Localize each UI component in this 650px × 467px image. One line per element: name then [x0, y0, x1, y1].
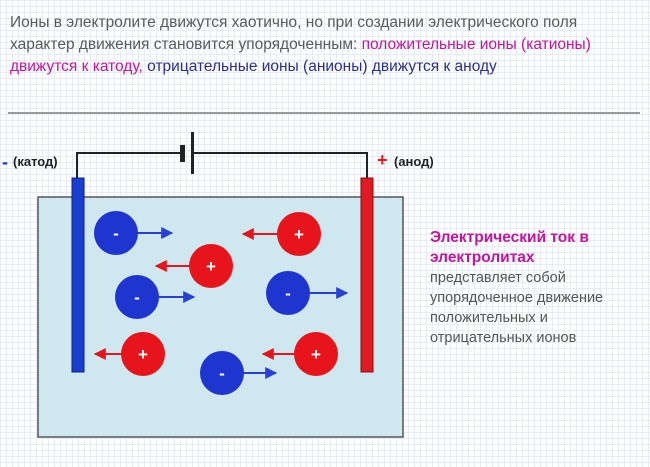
anode-electrode: [360, 177, 374, 373]
cation-circle: [189, 244, 233, 288]
cation-sign: +: [294, 225, 304, 244]
anion-circle: [200, 351, 244, 395]
battery-long-plate: [191, 132, 194, 174]
anion-2: -: [115, 275, 196, 319]
anion-sign: -: [285, 284, 291, 303]
anion-1: -: [94, 211, 174, 255]
header-text: Ионы в электролите движутся хаотично, но…: [10, 12, 640, 78]
cation-circle: [277, 212, 321, 256]
anion-sign: -: [219, 364, 225, 383]
anion-circle: [115, 275, 159, 319]
cathode-label: (катод): [13, 154, 58, 169]
cation-sign: +: [206, 257, 216, 276]
intro-text: Ионы в электролите движутся хаотично, но…: [10, 14, 578, 53]
anion-sign: -: [113, 224, 119, 243]
definition-text: Электрический ток в электролитах предста…: [430, 228, 645, 348]
cation-sign: +: [311, 345, 321, 364]
anode-sign: +: [377, 150, 388, 170]
wire-left: [76, 152, 180, 178]
electrolyte-vessel: [37, 196, 404, 438]
anions-text: отрицательные ионы (анионы) движутся к а…: [147, 58, 497, 75]
cathode-electrode: [71, 177, 85, 373]
cation-circle: [294, 332, 338, 376]
anion-circle: [94, 211, 138, 255]
wire-right: [193, 152, 368, 178]
anion-3: -: [266, 271, 349, 315]
battery-short-plate: [180, 145, 185, 162]
cations-text: положительные ионы (катионы) движутся к …: [10, 36, 591, 75]
cation-circle: [121, 332, 165, 376]
anode-label: (анод): [394, 154, 434, 169]
cation-1: +: [241, 212, 321, 256]
cation-sign: +: [138, 345, 148, 364]
cation-2: +: [154, 244, 233, 288]
definition-body: представляет собой упорядоченное движени…: [430, 270, 604, 346]
anion-4: -: [200, 351, 278, 395]
cation-3: +: [93, 332, 165, 376]
divider-line: [8, 112, 640, 114]
cathode-sign: -: [2, 152, 8, 172]
definition-title: Электрический ток в электролитах: [430, 229, 589, 266]
cation-4: +: [261, 332, 338, 376]
anion-circle: [266, 271, 310, 315]
anion-sign: -: [134, 288, 140, 307]
